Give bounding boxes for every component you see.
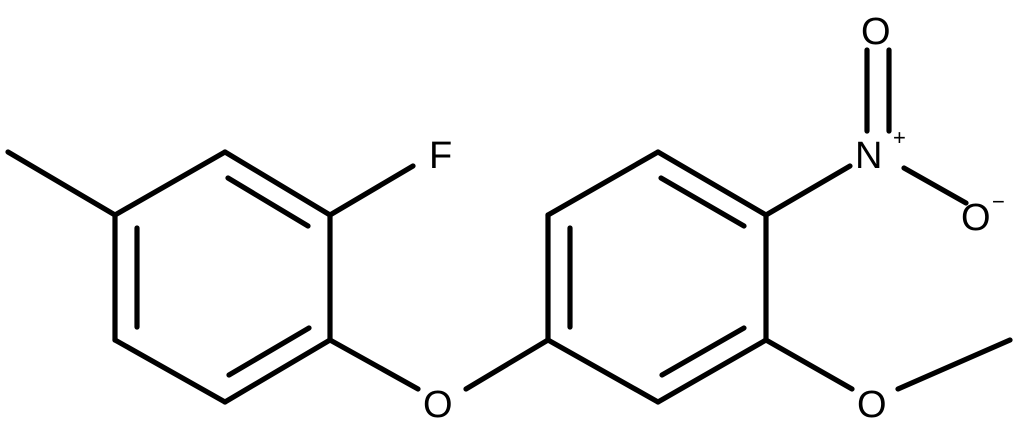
fluorine-label: F — [429, 135, 452, 177]
nitro-oxygen-top-label: O — [861, 11, 891, 53]
bond — [112, 337, 228, 405]
bond-double-inner — [225, 175, 311, 229]
bond-double-inner — [659, 325, 747, 378]
nitrogen-label: N — [855, 135, 882, 177]
bond — [545, 337, 661, 405]
c-o-methoxy-bond — [763, 337, 855, 392]
methyl-bond — [5, 149, 118, 218]
bond — [655, 149, 769, 218]
bond — [222, 149, 333, 218]
o-methyl-bond — [895, 337, 1013, 392]
bond — [222, 337, 333, 405]
ether-bond-right — [463, 337, 551, 392]
n-o-single-bond — [901, 165, 969, 206]
bond — [112, 149, 228, 218]
methoxy-oxygen-label: O — [857, 384, 887, 426]
nitrogen-charge: + — [893, 125, 906, 150]
nitro-oxygen-charge: − — [992, 189, 1005, 214]
ether-oxygen-label: O — [423, 384, 453, 426]
right-benzene-ring — [545, 149, 769, 405]
c-n-bond — [763, 163, 853, 218]
bond — [655, 337, 769, 405]
fluorine-bond — [327, 163, 416, 218]
left-benzene-ring — [112, 149, 333, 405]
bond-double-inner — [658, 175, 747, 229]
nitro-oxygen-right-label: O — [961, 197, 991, 239]
ether-bond-left — [327, 337, 421, 392]
bond — [545, 149, 661, 218]
bond-double-inner — [226, 325, 312, 378]
